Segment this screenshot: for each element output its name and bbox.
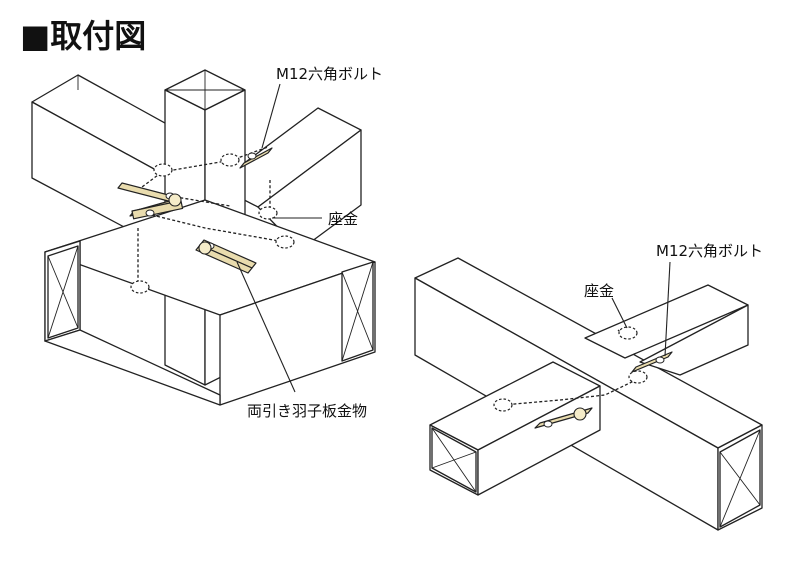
right-bolt-label: M12六角ボルト (656, 242, 763, 260)
left-beam-front (44, 199, 376, 406)
left-bolt-leader (261, 83, 281, 149)
right-hidden-bolts (493, 326, 648, 412)
left-hardware-plates (117, 147, 273, 274)
left-assembly: M12六角ボルト 座金 両引き羽子板金物 (31, 65, 383, 420)
right-assembly: M12六角ボルト 座金 (414, 242, 763, 531)
left-bolt-label: M12六角ボルト (276, 65, 383, 83)
right-beam-cross-front (429, 361, 601, 496)
right-washer-leader (611, 297, 628, 329)
right-bolt-leader (664, 261, 671, 357)
left-washer-label: 座金 (328, 210, 358, 228)
right-hardware-plates (534, 351, 673, 429)
left-beam-right (214, 107, 362, 251)
right-washer-label: 座金 (584, 282, 614, 300)
page-title: ■取付図 (20, 17, 146, 55)
left-hardware-label: 両引き羽子板金物 (247, 402, 367, 420)
left-hardware-leader (236, 261, 296, 393)
